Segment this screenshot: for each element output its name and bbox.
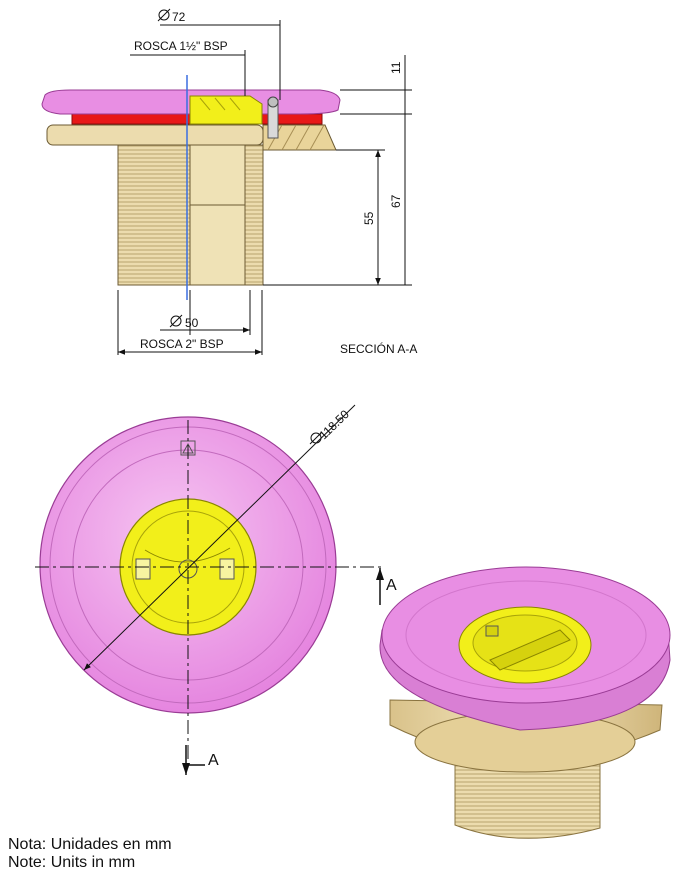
section-marker-bottom: A [208,752,219,769]
isometric-view [379,566,671,839]
note-english: Note: Units in mm [8,854,136,871]
dim-bottom-diameter: 50 [185,316,199,330]
dim-height-total: 67 [389,194,403,208]
note-spanish: Nota: Unidades en mm [8,836,172,853]
dim-outer-diameter: 118.50 [316,407,352,442]
section-view: 72 ROSCA 1½" BSP 11 55 67 50 ROSCA 2" BS… [41,8,417,356]
section-label: SECCIÓN A-A [340,341,417,356]
dim-top-diameter: 72 [172,10,186,24]
dim-thread-top: ROSCA 1½" BSP [134,39,228,53]
dim-height-body: 55 [362,211,376,225]
dim-height-flange: 11 [389,61,403,74]
inner-bore [189,144,246,286]
insert-section [189,95,263,125]
dim-thread-bottom: ROSCA 2" BSP [140,337,224,351]
collar [46,124,264,146]
section-marker-top: A [386,577,397,594]
front-view: 118.50 A A [35,404,397,775]
